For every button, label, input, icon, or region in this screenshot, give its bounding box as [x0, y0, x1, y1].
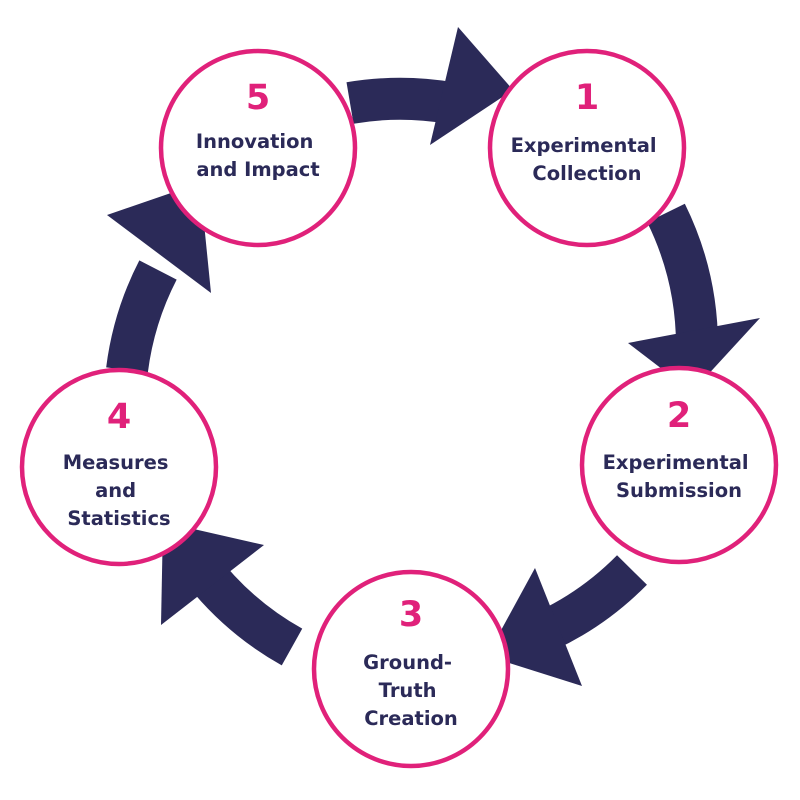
step-2-label-line-2: Submission — [616, 479, 742, 502]
step-1-circle — [487, 48, 687, 248]
step-4-label-line-1: Measures — [63, 451, 169, 474]
step-1-label-line-2: Collection — [532, 162, 641, 185]
step-1-label: Experimental Collection — [511, 134, 664, 185]
step-2-number: 2 — [667, 396, 691, 436]
step-1-node: 1 Experimental Collection — [487, 48, 687, 248]
step-2-label: Experimental Submission — [603, 451, 756, 502]
step-3-node: 3 Ground- Truth Creation — [311, 569, 511, 769]
arc-4-to-5 — [106, 260, 177, 373]
step-3-label-line-1: Ground- — [363, 651, 452, 674]
step-4-label-line-3: Statistics — [67, 507, 170, 530]
arrowhead-to-step-2 — [628, 318, 760, 392]
step-3-circle — [311, 569, 511, 769]
step-5-label: Innovation and Impact — [196, 130, 320, 181]
step-4-label-line-2: and — [95, 479, 136, 502]
step-3-label: Ground- Truth Creation — [363, 651, 459, 730]
step-5-node: 5 Innovation and Impact — [158, 48, 358, 248]
cycle-arrowheads — [107, 27, 760, 686]
step-4-node: 4 Measures and Statistics — [19, 367, 219, 567]
arc-1-to-2 — [647, 203, 719, 347]
step-2-circle — [579, 365, 779, 565]
arc-5-to-1 — [346, 77, 454, 124]
arrowhead-to-step-1 — [430, 27, 513, 145]
step-5-number: 5 — [246, 78, 270, 118]
step-2-label-line-1: Experimental — [603, 451, 749, 474]
step-5-circle — [158, 48, 358, 248]
step-3-number: 3 — [399, 595, 423, 635]
step-5-label-line-1: Innovation — [196, 130, 314, 153]
step-4-label: Measures and Statistics — [63, 451, 176, 530]
step-2-node: 2 Experimental Submission — [579, 365, 779, 565]
step-3-label-line-2: Truth — [379, 679, 437, 702]
step-3-label-line-3: Creation — [364, 707, 458, 730]
arrowhead-to-step-3 — [487, 568, 582, 686]
step-4-circle — [19, 367, 219, 567]
arrowhead-to-step-4 — [161, 522, 264, 625]
step-1-number: 1 — [575, 78, 599, 118]
step-1-label-line-1: Experimental — [511, 134, 657, 157]
step-5-label-line-2: and Impact — [196, 158, 319, 181]
step-4-number: 4 — [107, 397, 131, 437]
